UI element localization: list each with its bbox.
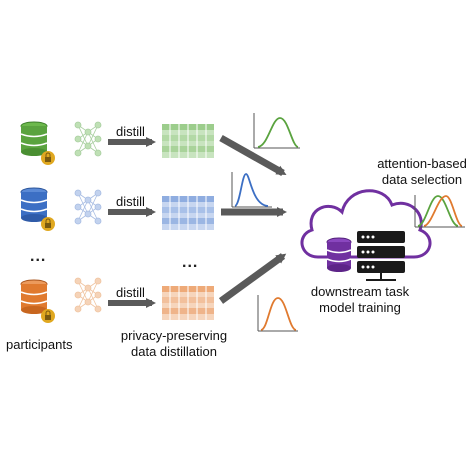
lock-icon — [41, 217, 55, 231]
distill-label-2: distill — [116, 194, 145, 209]
distribution-curve-icon-green — [253, 113, 300, 149]
lock-icon — [41, 309, 55, 323]
data-grid-icon-green — [162, 124, 214, 158]
distill-label-1: distill — [116, 124, 145, 139]
database-icon-purple — [326, 237, 352, 272]
data-grid-icon-orange — [162, 286, 214, 320]
downstream-training-label: downstream task model training — [300, 284, 420, 316]
attention-line-2: data selection — [381, 172, 463, 187]
database-icon-blue — [20, 187, 48, 222]
arrow-icon — [219, 134, 287, 177]
distill-label-3: distill — [116, 285, 145, 300]
attention-line-1: attention-based — [377, 156, 467, 171]
participants-label: participants — [6, 337, 73, 352]
neural-network-icon-green — [74, 121, 102, 157]
lock-icon — [41, 151, 55, 165]
neural-network-icon-orange — [74, 277, 102, 313]
server-icon — [357, 231, 405, 281]
ellipsis-participants: ... — [30, 248, 47, 265]
ellipsis-distilled: ... — [182, 254, 199, 271]
data-grid-icon-blue — [162, 196, 214, 230]
neural-network-icon-blue — [74, 189, 102, 225]
downstream-line-1: downstream task — [310, 284, 410, 299]
privacy-line-1: privacy-preserving — [120, 328, 228, 343]
downstream-line-2: model training — [319, 300, 401, 315]
distribution-curve-icon-attention — [414, 195, 465, 228]
privacy-line-2: data distillation — [131, 344, 217, 359]
database-icon-green — [20, 121, 48, 156]
distribution-curve-icon-blue — [231, 172, 272, 208]
privacy-preserving-label: privacy-preserving data distillation — [112, 328, 236, 360]
arrow-icon — [218, 253, 287, 304]
database-icon-orange — [20, 279, 48, 314]
attention-selection-label: attention-based data selection — [372, 156, 472, 188]
distribution-curve-icon-orange — [257, 295, 298, 332]
